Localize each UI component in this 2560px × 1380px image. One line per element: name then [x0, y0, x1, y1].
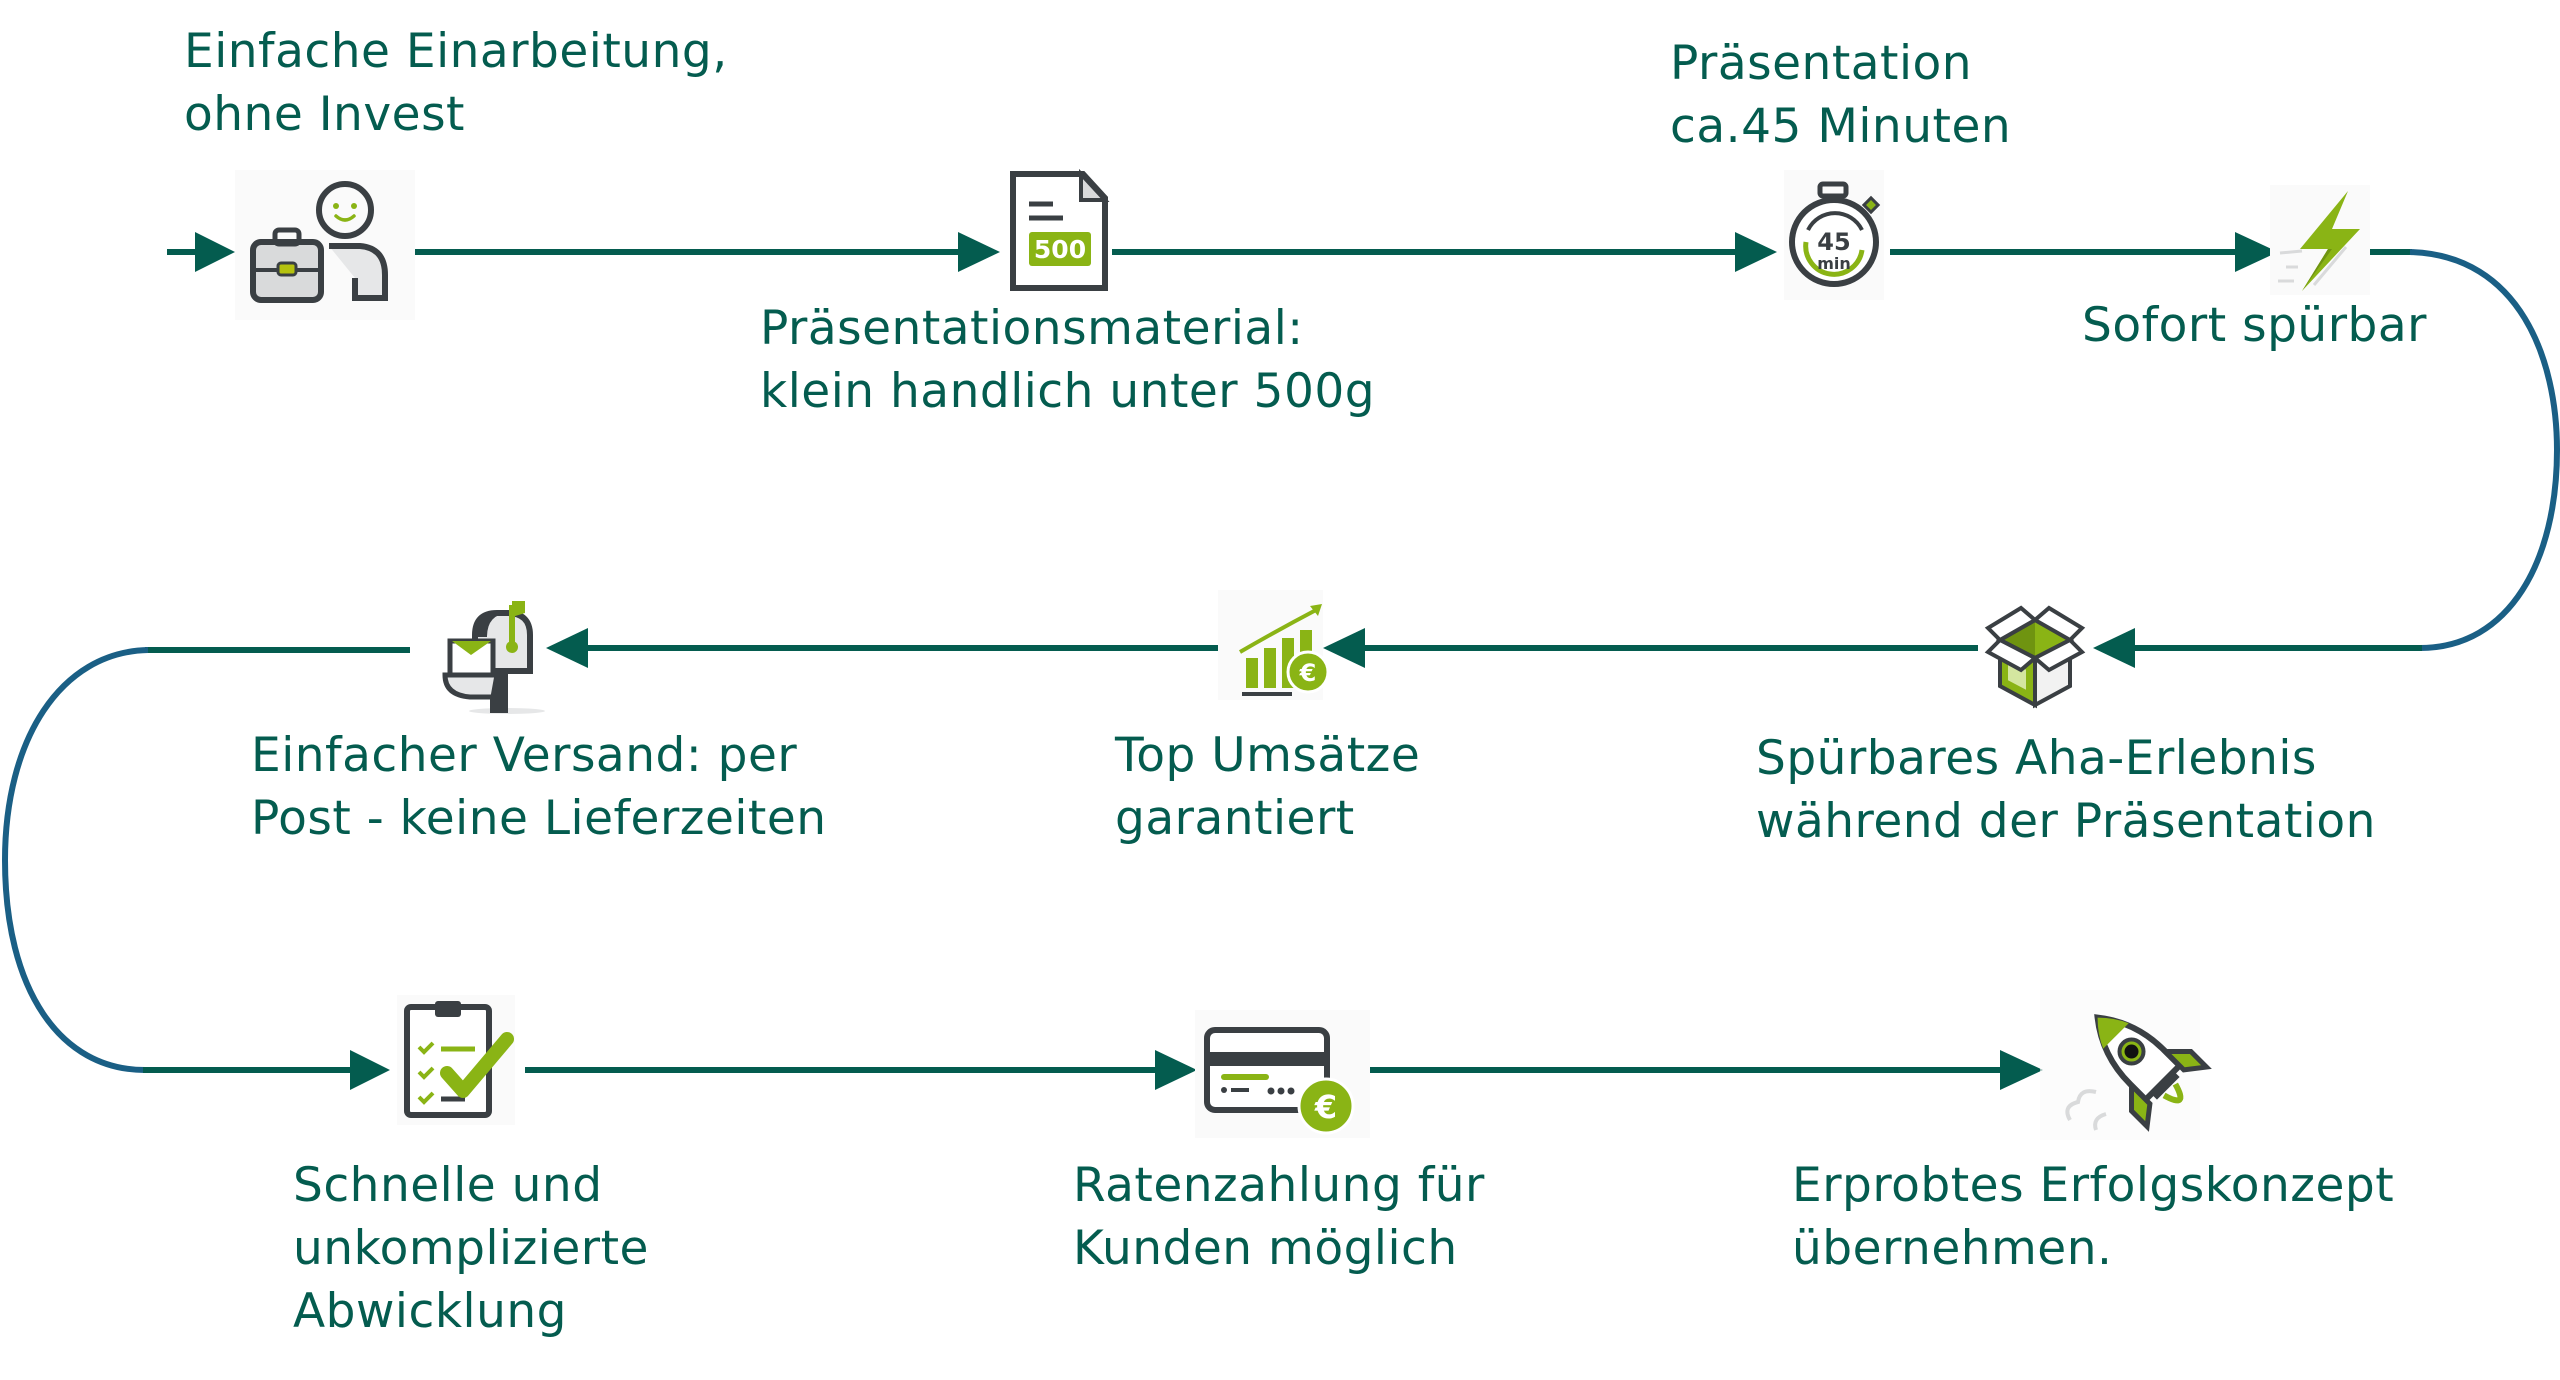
connector-8-9 [525, 1050, 1197, 1090]
step-label-sofort-spuerbar: Sofort spürbar [2082, 298, 2427, 353]
step-label-einarbeitung: Einfache Einarbeitung, ohne Invest [184, 24, 728, 142]
step-label-abwicklung: Schnelle und unkomplizierte Abwicklung [293, 1158, 649, 1339]
stopwatch-minutes-value: 45 [1817, 228, 1850, 256]
step-label-top-umsaetze: Top Umsätze garantiert [1115, 728, 1421, 846]
open-box-icon [1984, 605, 2086, 709]
clipboard-check-icon [397, 995, 515, 1125]
connector-start [167, 232, 235, 272]
document-500-icon: 500 [1010, 168, 1110, 291]
stopwatch-minutes-unit: min [1817, 254, 1851, 273]
businessperson-briefcase-icon [235, 170, 415, 320]
connector-3-4 [1890, 232, 2278, 272]
growth-chart-euro-icon: € [1218, 590, 1330, 700]
step-label-praesentationsmaterial: Präsentationsmaterial: klein handlich un… [760, 301, 1376, 419]
connector-1-2 [415, 232, 1000, 272]
stopwatch-icon: 45 min [1784, 170, 1884, 300]
credit-card-euro-icon: € [1195, 1010, 1370, 1138]
connector-5-6 [1323, 628, 1978, 668]
step-label-erfolgskonzept: Erprobtes Erfolgskonzept übernehmen. [1792, 1158, 2395, 1276]
lightning-icon [2270, 185, 2370, 295]
rocket-icon [2040, 990, 2212, 1140]
connector-4-5 [2093, 249, 2560, 668]
euro-symbol: € [1314, 1088, 1337, 1126]
connector-6-7 [546, 628, 1218, 668]
connector-9-10 [1355, 1050, 2043, 1090]
connector-7-8 [1, 647, 410, 1090]
step-label-ratenzahlung: Ratenzahlung für Kunden möglich [1073, 1158, 1485, 1276]
connector-2-3 [1112, 232, 1777, 272]
document-500-text: 500 [1034, 235, 1086, 264]
step-label-aha-erlebnis: Spürbares Aha-Erlebnis während der Präse… [1756, 731, 2376, 849]
step-label-praesentation: Präsentation ca.45 Minuten [1670, 36, 2012, 154]
euro-symbol: € [1299, 659, 1317, 687]
mailbox-icon [442, 601, 545, 714]
step-label-versand: Einfacher Versand: per Post - keine Lief… [251, 728, 827, 846]
